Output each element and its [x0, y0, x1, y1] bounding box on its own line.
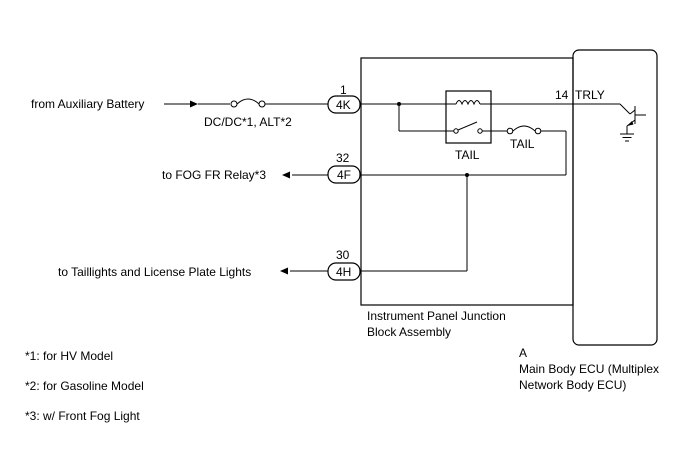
ecu-pin: 14 — [555, 88, 569, 102]
connector-4f-id: 4F — [337, 168, 351, 182]
relay-label: TAIL — [455, 148, 480, 162]
relay-coil — [446, 100, 491, 106]
trly-wire-down — [619, 103, 631, 115]
taillights-label: to Taillights and License Plate Lights — [58, 265, 251, 279]
tail-relay-box — [445, 90, 492, 144]
relay-switch-contact-a — [453, 128, 459, 134]
connector-4h-pin: 30 — [336, 248, 350, 262]
note-3: *3: w/ Front Fog Light — [25, 409, 140, 423]
fog-relay-label: to FOG FR Relay*3 — [162, 168, 266, 182]
connector-4h-id: 4H — [336, 265, 351, 279]
ecu-signal: TRLY — [575, 88, 605, 102]
connector-4k-id: 4K — [336, 98, 351, 112]
aux-battery-arrow — [190, 100, 198, 108]
ecu-name-line2: Network Body ECU) — [519, 378, 626, 392]
fuse-symbol — [230, 98, 266, 108]
tail-fuse-symbol — [506, 125, 542, 135]
connector-4f-pin: 32 — [336, 151, 350, 165]
junction-block-label-line2: Block Assembly — [367, 325, 451, 339]
fuse-label: DC/DC*1, ALT*2 — [204, 115, 292, 129]
tail-fuse-label: TAIL — [510, 137, 535, 151]
ecu-ref: A — [519, 346, 527, 360]
ecu-name-line1: Main Body ECU (Multiplex — [519, 362, 659, 376]
relay-switch-blade — [457, 121, 478, 131]
connector-4k-pin: 1 — [340, 83, 347, 97]
ecu-outline — [572, 49, 658, 346]
note-1: *1: for HV Model — [25, 349, 113, 363]
junction-block-label-line1: Instrument Panel Junction — [367, 309, 506, 323]
aux-battery-label: from Auxiliary Battery — [31, 97, 144, 111]
note-2: *2: for Gasoline Model — [25, 379, 144, 393]
fog-relay-arrow — [282, 171, 290, 179]
ground-icon — [620, 133, 634, 142]
relay-switch-contact-b — [477, 128, 483, 134]
taillights-arrow — [280, 267, 288, 275]
transistor-symbol — [626, 106, 646, 134]
